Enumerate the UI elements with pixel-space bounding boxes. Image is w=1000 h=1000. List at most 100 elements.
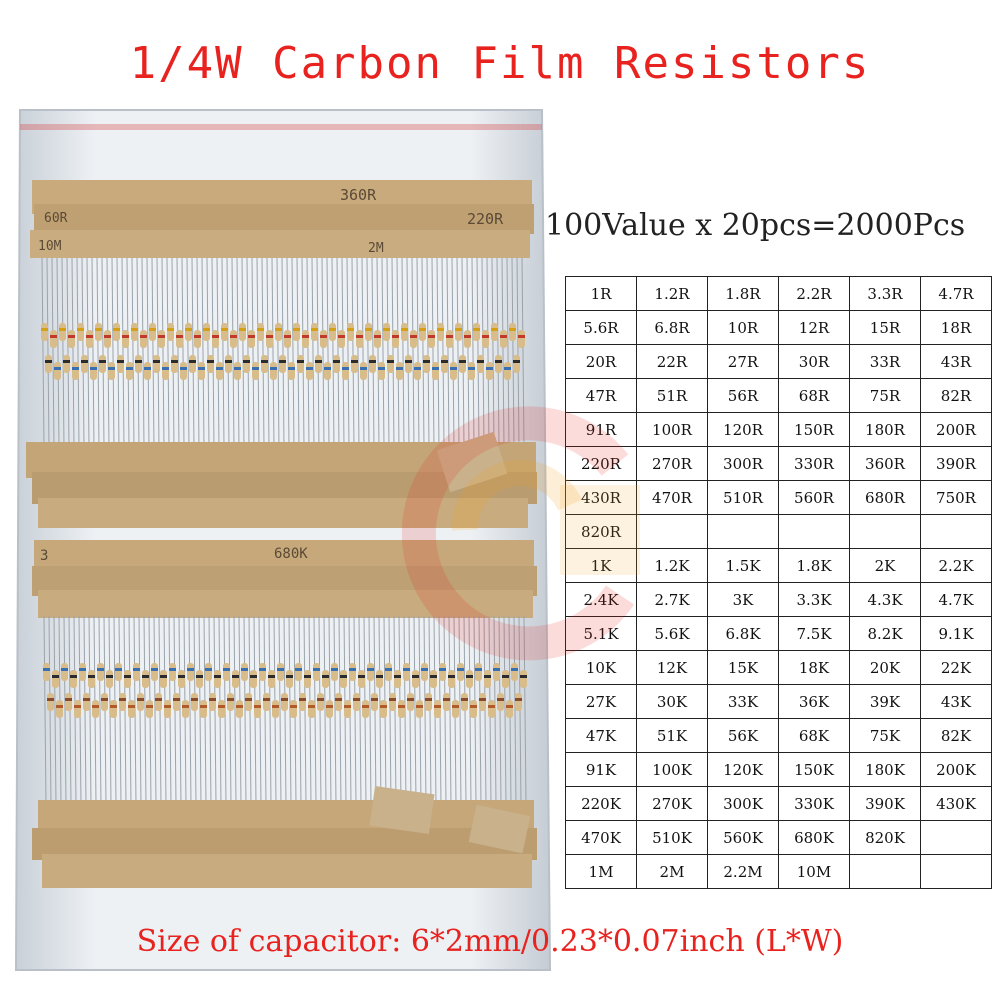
lead-wire <box>356 257 360 447</box>
table-cell: 510K <box>636 820 708 855</box>
color-band <box>270 367 277 370</box>
resistor-body <box>515 693 522 711</box>
resistor-body <box>506 700 513 718</box>
table-cell: 390K <box>849 786 921 821</box>
lead-wire <box>41 257 45 447</box>
resistor-body <box>464 330 471 348</box>
color-band <box>92 705 99 708</box>
color-band <box>308 705 315 708</box>
lead-wire <box>153 615 157 805</box>
resistor-body <box>306 362 313 380</box>
resistor-body <box>232 670 239 688</box>
color-band <box>504 367 511 370</box>
resistor-body <box>351 355 358 373</box>
upper-tape-bundle <box>26 180 537 528</box>
lead-wire <box>121 257 125 447</box>
resistor-body <box>61 663 68 681</box>
color-band <box>342 367 349 370</box>
color-band <box>439 668 446 671</box>
resistor-body <box>153 355 160 373</box>
table-cell: 560K <box>707 820 779 855</box>
resistor-body <box>239 323 246 341</box>
color-band <box>441 360 448 363</box>
resistor-body <box>479 693 486 711</box>
table-cell: 1.2K <box>636 548 708 583</box>
resistor-body <box>446 330 453 348</box>
color-band <box>288 367 295 370</box>
resistor-body <box>137 693 144 711</box>
color-band <box>396 367 403 370</box>
resistor-body <box>461 693 468 711</box>
table-cell: 82R <box>920 378 992 413</box>
lead-wire <box>521 257 525 447</box>
lead-wire <box>46 257 50 447</box>
lead-wire <box>306 257 310 447</box>
color-band <box>250 675 257 678</box>
lead-wire <box>491 257 495 447</box>
lead-wire <box>426 257 430 447</box>
table-cell: 180K <box>849 752 921 787</box>
table-cell <box>920 854 992 889</box>
lead-wire <box>386 257 390 447</box>
lead-wire <box>406 257 410 447</box>
table-cell <box>849 514 921 549</box>
color-band <box>137 698 144 701</box>
color-band <box>335 698 342 701</box>
resistor-body <box>488 700 495 718</box>
color-band <box>358 675 365 678</box>
color-band <box>353 698 360 701</box>
color-band <box>189 360 196 363</box>
color-band <box>387 360 394 363</box>
color-band <box>520 675 527 678</box>
table-cell: 36K <box>778 684 850 719</box>
color-band <box>315 360 322 363</box>
resistor-body <box>398 700 405 718</box>
lead-wire <box>151 257 155 447</box>
resistor-body <box>185 323 192 341</box>
resistor-body <box>65 693 72 711</box>
tape-label: 10M <box>38 239 62 254</box>
resistor-body <box>200 700 207 718</box>
color-band <box>70 675 77 678</box>
resistor-body <box>322 670 329 688</box>
color-band <box>252 367 259 370</box>
resistor-body <box>117 355 124 373</box>
resistor-body <box>59 323 66 341</box>
resistor-body <box>43 663 50 681</box>
lead-wire <box>441 257 445 447</box>
resistor-body <box>194 330 201 348</box>
tape-label: 220R <box>467 210 504 228</box>
resistor-body <box>392 330 399 348</box>
resistor-body <box>371 693 378 711</box>
color-band <box>369 360 376 363</box>
lead-wire <box>321 257 325 447</box>
resistor-body <box>182 700 189 718</box>
resistor-body <box>288 362 295 380</box>
table-cell: 1M <box>565 854 637 889</box>
color-band <box>182 705 189 708</box>
table-cell: 22R <box>636 344 708 379</box>
table-cell: 2.2K <box>920 548 992 583</box>
table-cell: 15K <box>707 650 779 685</box>
lead-wire <box>236 257 240 447</box>
resistor-body <box>421 663 428 681</box>
table-cell: 6.8R <box>636 310 708 345</box>
resistor-body <box>493 663 500 681</box>
lead-wire <box>516 257 520 447</box>
table-cell: 150R <box>778 412 850 447</box>
table-cell: 470R <box>636 480 708 515</box>
table-cell: 510R <box>707 480 779 515</box>
color-band <box>176 335 183 338</box>
color-band <box>117 360 124 363</box>
table-cell: 33K <box>707 684 779 719</box>
table-cell: 12R <box>778 310 850 345</box>
resistor-body <box>113 323 120 341</box>
color-band <box>99 360 106 363</box>
color-band <box>47 698 54 701</box>
resistor-body <box>189 355 196 373</box>
color-band <box>511 668 518 671</box>
